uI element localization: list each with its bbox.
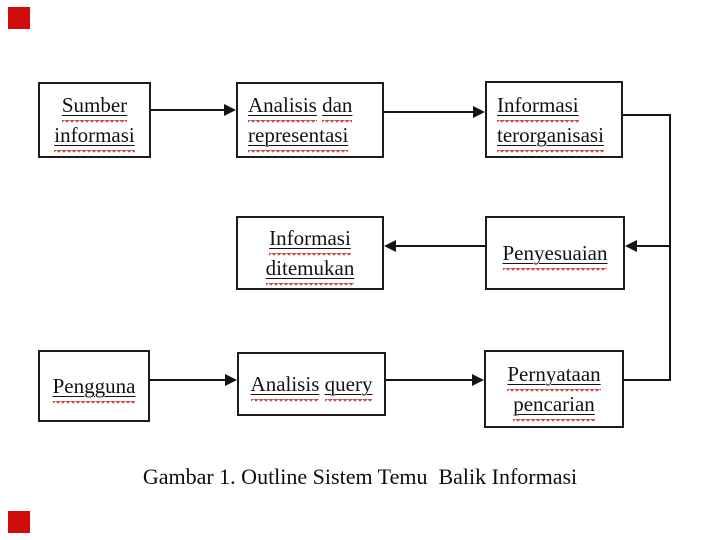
arrow-query-to-pernyataan-head (472, 374, 484, 386)
box-label-line: Informasi (497, 90, 579, 120)
box-label-line: Analisis dan (248, 90, 353, 123)
box-label-word: Informasi (269, 226, 351, 256)
box-label-word: Analisis (250, 372, 320, 402)
box-label-line: Pengguna (52, 371, 136, 404)
box-label-word: Penyesuaian (502, 241, 608, 271)
figure-caption: Gambar 1. Outline Sistem Temu Balik Info… (142, 464, 578, 489)
box-label-line: Sumber (61, 90, 128, 123)
box-label-word: terorganisasi (497, 122, 604, 153)
arrow-pengguna-to-query-line (150, 379, 226, 381)
connector-terorganisasi-exit-line (623, 114, 671, 116)
arrow-analisis-to-terorganisasi-head (473, 106, 485, 118)
box-label-line: representasi (248, 120, 349, 153)
box-label-word: Informasi (497, 92, 579, 123)
box-label-word: Pernyataan (507, 362, 601, 392)
arrow-into-penyesuaian-head (625, 240, 637, 252)
arrow-into-penyesuaian-line (637, 245, 671, 247)
box-label-line: Pernyataan (507, 359, 601, 392)
flow-box-analisis-query: Analisis query (237, 352, 386, 416)
box-label-word: ditemukan (265, 256, 355, 286)
arrow-sumber-to-analisis-line (151, 109, 225, 111)
connector-pernyataan-exit-line (624, 379, 671, 381)
box-label-line: ditemukan (265, 253, 355, 286)
box-label-line: Informasi (269, 223, 351, 253)
box-label-line: pencarian (513, 389, 595, 419)
arrow-sumber-to-analisis-head (224, 104, 236, 116)
flow-box-penyesuaian: Penyesuaian (485, 216, 625, 290)
arrow-pengguna-to-query-head (225, 374, 237, 386)
box-label-line: terorganisasi (497, 120, 604, 150)
corner-decoration-top-left (8, 7, 30, 29)
box-label-word: pencarian (513, 392, 595, 422)
arrow-penyesuaian-to-ditemukan-line (396, 245, 485, 247)
box-label-line: Penyesuaian (502, 238, 608, 271)
arrow-analisis-to-terorganisasi-line (384, 111, 473, 113)
box-label-word: query (324, 372, 373, 402)
box-label-word: dan (322, 93, 353, 123)
box-label-word: informasi (54, 123, 135, 153)
box-label-line: Analisis query (250, 369, 373, 402)
box-label-word: Sumber (61, 93, 128, 123)
box-label-word: Analisis (248, 93, 317, 123)
arrow-penyesuaian-to-ditemukan-head (384, 240, 396, 252)
connector-right-vertical-line (669, 114, 671, 381)
box-label-line: informasi (54, 120, 135, 153)
box-label-word: Pengguna (52, 374, 136, 404)
box-label-word: representasi (248, 123, 349, 153)
flow-box-pengguna: Pengguna (38, 350, 150, 422)
arrow-query-to-pernyataan-line (386, 379, 473, 381)
corner-decoration-bottom-left (8, 511, 30, 533)
